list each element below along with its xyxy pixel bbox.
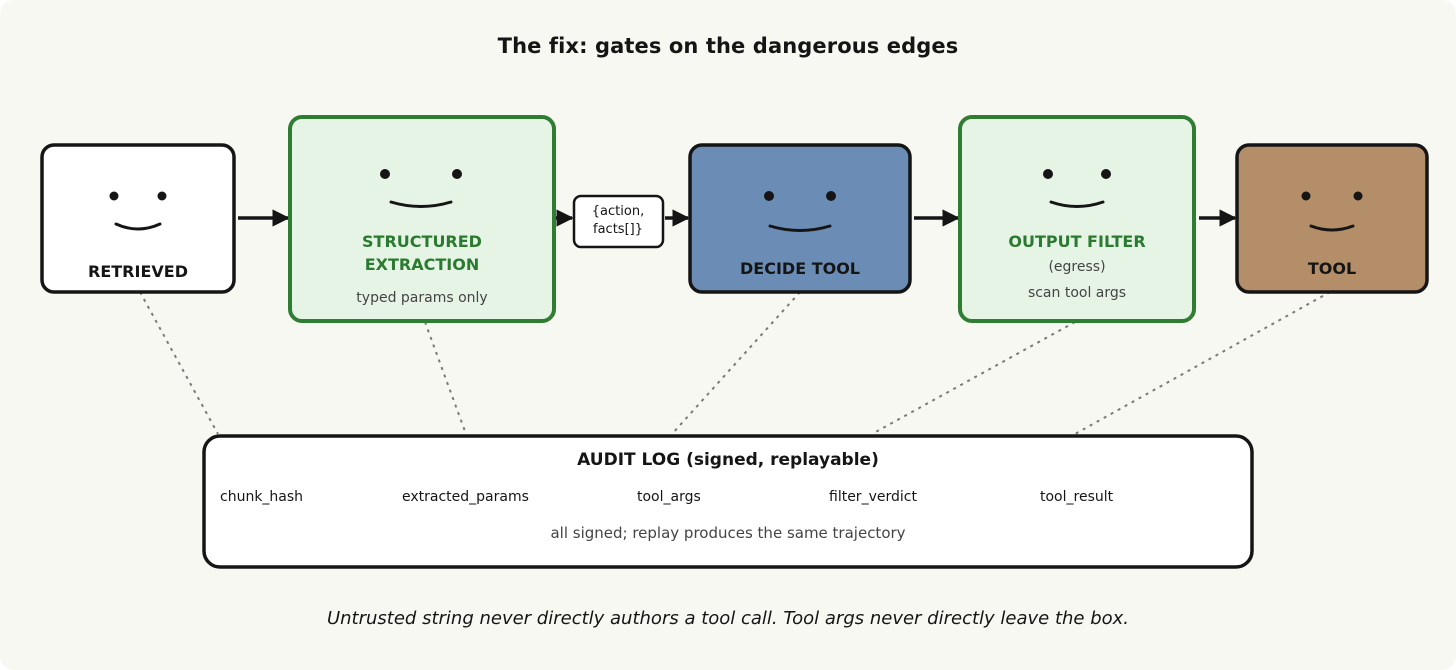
extraction-label-line1: STRUCTURED: [362, 232, 482, 251]
retrieved-label: RETRIEVED: [88, 262, 188, 281]
connector-retrieved-audit: [139, 291, 219, 435]
connector-tool-audit: [1074, 291, 1331, 435]
json-chip-line1: {action,: [591, 204, 645, 219]
output-filter-subtitle-2: scan tool args: [1027, 285, 1127, 301]
output-filter-gate-box: [958, 115, 1196, 323]
extraction-label-line2: EXTRACTION: [364, 255, 480, 274]
audit-log-note: all signed; replay produces the same tra…: [550, 524, 906, 542]
smiley-face-icon: [380, 169, 462, 208]
diagram-caption: Untrusted string never directly authors …: [326, 608, 1130, 629]
audit-field-filter-verdict: filter_verdict: [829, 489, 917, 505]
extraction-subtitle: typed params only: [356, 290, 488, 306]
smiley-face-icon: [1301, 191, 1363, 232]
output-filter-label: OUTPUT FILTER: [1008, 232, 1146, 251]
audit-field-tool-args: tool_args: [637, 489, 701, 505]
tool-box: [1235, 143, 1429, 294]
output-filter-subtitle-1: (egress): [1048, 259, 1106, 275]
tool-label: TOOL: [1307, 259, 1357, 278]
retrieved-box: [40, 143, 236, 294]
audit-connectors: [139, 291, 1331, 435]
json-chip-box: [572, 194, 665, 249]
extraction-gate-box: [288, 115, 556, 323]
extraction-label: STRUCTURED EXTRACTION: [362, 230, 482, 276]
json-chip-line2: facts[]}: [593, 222, 643, 237]
audit-field-tool-result: tool_result: [1040, 489, 1114, 505]
smiley-face-icon: [109, 191, 167, 231]
decide-tool-box: [688, 143, 912, 294]
smiley-face-icon: [764, 191, 836, 232]
connector-filter-audit: [871, 321, 1076, 435]
audit-log-box: [202, 434, 1254, 569]
decide-tool-label: DECIDE TOOL: [740, 259, 860, 278]
audit-field-chunk-hash: chunk_hash: [220, 489, 304, 505]
diagram-title: The fix: gates on the dangerous edges: [497, 34, 959, 58]
json-chip-label: {action, facts[]}: [592, 203, 644, 239]
smiley-face-icon: [1043, 169, 1111, 208]
audit-field-extracted-params: extracted_params: [402, 489, 529, 505]
audit-log-title: AUDIT LOG (signed, replayable): [577, 450, 879, 470]
